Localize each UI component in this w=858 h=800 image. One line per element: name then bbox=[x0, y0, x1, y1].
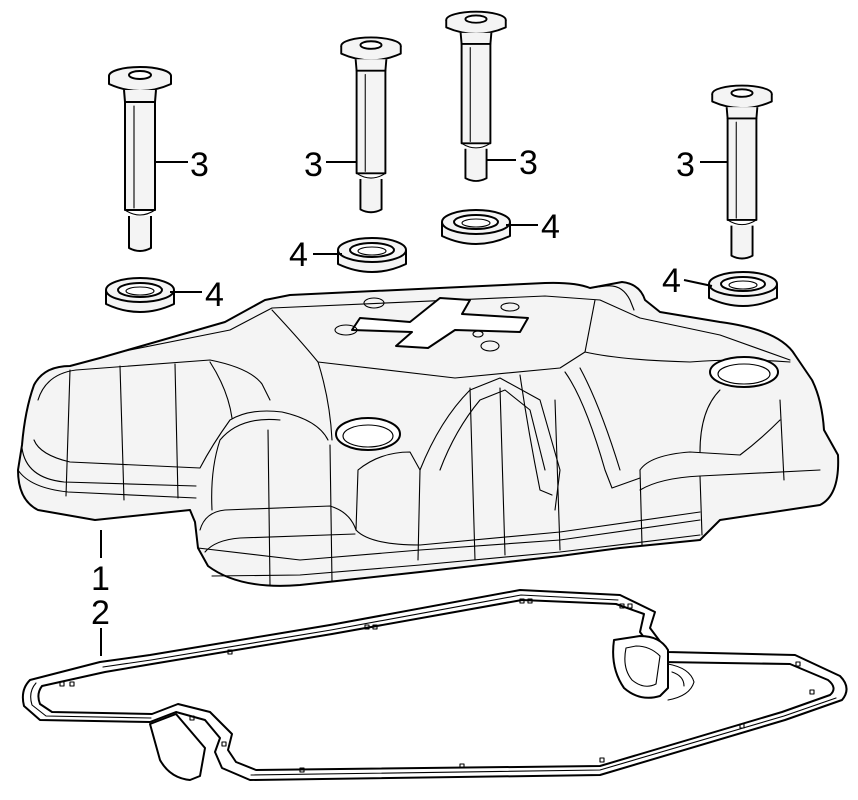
callout-bolt-center-left: 3 bbox=[304, 146, 323, 184]
seal-washer-right bbox=[708, 271, 778, 307]
callout-gasket: 2 bbox=[91, 594, 110, 632]
cross-emblem bbox=[351, 297, 529, 349]
callout-seal-left: 4 bbox=[205, 276, 224, 314]
seal-washer-center-left bbox=[337, 237, 407, 273]
shoulder-bolt-right bbox=[711, 84, 773, 260]
callout-seal-center-left: 4 bbox=[289, 236, 308, 274]
cover-gasket bbox=[21, 589, 848, 781]
seal-washer-center-right bbox=[441, 209, 511, 245]
valve-cover bbox=[17, 281, 840, 587]
callout-bolt-center-right: 3 bbox=[519, 144, 538, 182]
callout-seal-right: 4 bbox=[662, 262, 681, 300]
callout-bolt-right: 3 bbox=[676, 146, 695, 184]
callout-valve-cover: 1 bbox=[91, 560, 110, 598]
shoulder-bolt-center-right bbox=[445, 10, 507, 182]
shoulder-bolt-center-left bbox=[340, 36, 402, 214]
callout-seal-center-right: 4 bbox=[541, 208, 560, 246]
leader-lines bbox=[100, 159, 728, 656]
callout-bolt-left: 3 bbox=[190, 146, 209, 184]
seal-washer-left bbox=[105, 277, 175, 313]
shoulder-bolt-left bbox=[108, 66, 172, 252]
